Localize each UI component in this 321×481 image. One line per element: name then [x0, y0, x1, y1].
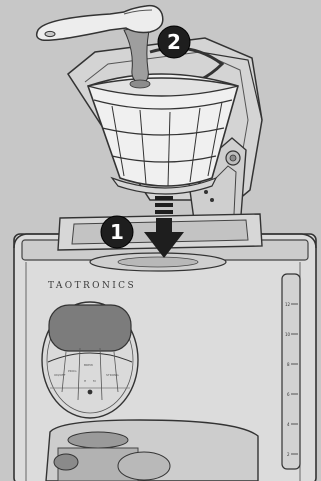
panel-label-h: H: [84, 379, 86, 383]
display-screen: [49, 305, 131, 351]
carafe: [46, 420, 258, 481]
panel-label-m: M: [93, 379, 96, 383]
panel-label-on-off: ON/OFF: [54, 373, 66, 377]
step-badge-1: 1: [101, 216, 133, 248]
panel-label-prog: PROG: [68, 369, 77, 373]
step-number-1: 1: [110, 220, 124, 244]
control-panel: ON/OFF PROG BREW H M STRONG: [42, 302, 138, 418]
step-number-2: 2: [167, 30, 181, 54]
gauge-label-12: 12: [285, 302, 291, 307]
brand-name: TAOTRONICS: [48, 281, 136, 291]
panel-label-brew: BREW: [84, 363, 93, 367]
step-badge-2: 2: [158, 26, 190, 58]
power-indicator: [88, 390, 93, 395]
gauge-label-10: 10: [285, 332, 291, 337]
panel-label-strong: STRONG: [106, 373, 119, 377]
water-level-gauge: 12 10 8 6 4 2: [282, 274, 300, 469]
